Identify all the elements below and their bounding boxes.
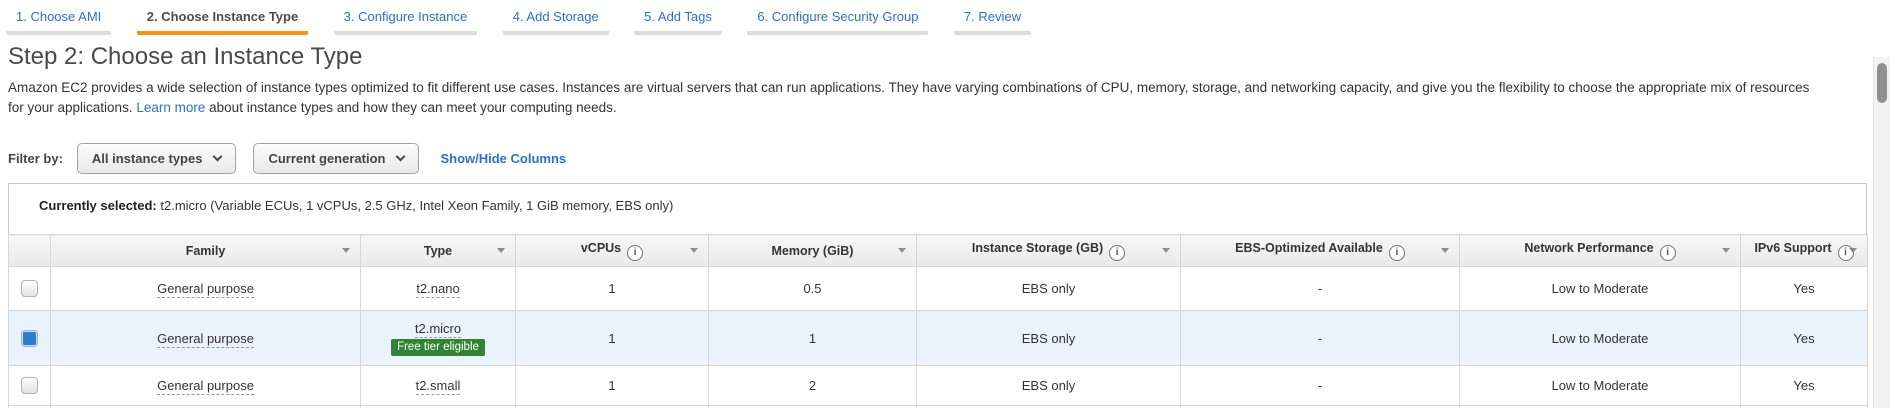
network-performance-cell: Low to Moderate	[1459, 310, 1741, 366]
currently-selected-value: t2.micro (Variable ECUs, 1 vCPUs, 2.5 GH…	[160, 198, 674, 213]
table-row-t2-micro[interactable]: General purpose t2.micro Free tier eligi…	[8, 310, 1868, 366]
description-line-2: for your applications. Learn more about …	[8, 98, 1867, 118]
column-label: Network Performance	[1524, 240, 1654, 255]
storage-cell: EBS only	[916, 310, 1181, 366]
network-performance-cell: Low to Moderate	[1459, 266, 1741, 311]
ipv6-cell: Yes	[1740, 310, 1868, 366]
column-label: vCPUs	[580, 240, 622, 255]
column-header-ebs-optimized[interactable]: EBS-Optimized Available	[1180, 234, 1460, 267]
column-header-memory[interactable]: Memory (GiB)	[708, 234, 917, 267]
column-label: IPv6 Support	[1754, 240, 1832, 255]
instance-type-filter-dropdown[interactable]: All instance types	[76, 143, 237, 174]
column-header-network-performance[interactable]: Network Performance	[1459, 234, 1741, 267]
scrollbar-thumb[interactable]	[1877, 63, 1887, 103]
tab-add-storage[interactable]: 4. Add Storage	[502, 7, 609, 35]
info-icon[interactable]	[1109, 244, 1126, 261]
page-description: Amazon EC2 provides a wide selection of …	[8, 78, 1867, 118]
ebs-optimized-cell: -	[1180, 310, 1460, 366]
generation-filter-value: Current generation	[268, 151, 386, 166]
instance-type-table: Family Type vCPUs Memory (GiB)	[8, 234, 1868, 408]
table-header-row: Family Type vCPUs Memory (GiB)	[8, 234, 1868, 267]
description-line-2-suffix: about instance types and how they can me…	[209, 100, 617, 115]
description-line-2-prefix: for your applications.	[8, 100, 133, 115]
column-header-ipv6-support[interactable]: IPv6 Support	[1740, 234, 1868, 267]
sort-caret-icon	[1722, 248, 1730, 253]
row-checkbox-checked[interactable]	[21, 329, 38, 347]
network-performance-cell: Low to Moderate	[1459, 365, 1741, 406]
table-row-t2-small[interactable]: General purpose t2.small 1 2 EBS only - …	[8, 365, 1868, 406]
sort-caret-icon	[898, 248, 906, 253]
info-icon[interactable]	[1659, 244, 1676, 261]
storage-cell: EBS only	[916, 365, 1181, 406]
tab-review[interactable]: 7. Review	[953, 7, 1031, 35]
filter-by-label: Filter by:	[8, 151, 63, 166]
memory-cell: 2	[708, 365, 917, 406]
free-tier-eligible-badge: Free tier eligible	[391, 338, 485, 356]
type-term[interactable]: t2.nano	[416, 281, 460, 298]
tab-configure-security-group[interactable]: 6. Configure Security Group	[747, 7, 929, 35]
table-row-t2-nano[interactable]: General purpose t2.nano 1 0.5 EBS only -…	[8, 266, 1868, 311]
memory-cell: 1	[708, 310, 917, 366]
column-label: Type	[423, 243, 453, 258]
column-label: Memory (GiB)	[771, 243, 854, 258]
vcpus-cell: 1	[515, 310, 709, 366]
vertical-scrollbar[interactable]	[1873, 57, 1890, 408]
family-term[interactable]: General purpose	[157, 281, 254, 298]
type-term[interactable]: t2.micro	[414, 320, 462, 338]
family-term[interactable]: General purpose	[157, 330, 254, 348]
info-icon[interactable]	[1388, 244, 1405, 261]
tab-choose-instance-type[interactable]: 2. Choose Instance Type	[136, 7, 309, 35]
column-header-type[interactable]: Type	[360, 234, 516, 267]
page-title: Step 2: Choose an Instance Type	[8, 43, 363, 70]
info-icon[interactable]	[627, 244, 644, 261]
learn-more-link[interactable]: Learn more	[136, 100, 206, 115]
sort-caret-icon	[690, 248, 698, 253]
currently-selected-bar: Currently selected: t2.micro (Variable E…	[8, 183, 1867, 235]
ebs-optimized-cell: -	[1180, 365, 1460, 406]
sort-caret-icon	[342, 248, 350, 253]
tab-configure-instance[interactable]: 3. Configure Instance	[333, 7, 478, 35]
sort-caret-icon	[497, 248, 505, 253]
storage-cell: EBS only	[916, 266, 1181, 311]
type-term[interactable]: t2.small	[415, 378, 461, 395]
tab-choose-ami[interactable]: 1. Choose AMI	[6, 7, 112, 35]
sort-caret-icon	[1441, 248, 1449, 253]
family-term[interactable]: General purpose	[157, 378, 254, 395]
memory-cell: 0.5	[708, 266, 917, 311]
row-checkbox[interactable]	[21, 377, 38, 394]
row-checkbox[interactable]	[21, 280, 38, 297]
description-line-1: Amazon EC2 provides a wide selection of …	[8, 80, 1810, 95]
column-header-vcpus[interactable]: vCPUs	[515, 234, 709, 267]
vcpus-cell: 1	[515, 266, 709, 311]
vcpus-cell: 1	[515, 365, 709, 406]
ipv6-cell: Yes	[1740, 266, 1868, 311]
column-header-family[interactable]: Family	[50, 234, 361, 267]
generation-filter-dropdown[interactable]: Current generation	[253, 143, 420, 174]
sort-caret-icon	[1162, 248, 1170, 253]
currently-selected-label: Currently selected:	[39, 198, 157, 213]
chevron-down-icon	[213, 151, 223, 162]
show-hide-columns-link[interactable]: Show/Hide Columns	[440, 151, 567, 166]
instance-type-filter-value: All instance types	[91, 151, 203, 166]
select-column-header	[8, 234, 51, 267]
wizard-step-tabs: 1. Choose AMI 2. Choose Instance Type 3.…	[0, 0, 1890, 35]
ebs-optimized-cell: -	[1180, 266, 1460, 311]
column-label: Instance Storage (GB)	[971, 240, 1104, 255]
column-label: EBS-Optimized Available	[1235, 240, 1383, 255]
table-row-partial[interactable]	[8, 405, 1868, 408]
ipv6-cell: Yes	[1740, 365, 1868, 406]
filter-bar: Filter by: All instance types Current ge…	[8, 143, 1867, 174]
sort-caret-icon	[1849, 248, 1857, 253]
chevron-down-icon	[396, 151, 406, 162]
column-header-instance-storage[interactable]: Instance Storage (GB)	[916, 234, 1181, 267]
column-label: Family	[185, 243, 226, 258]
tab-add-tags[interactable]: 5. Add Tags	[634, 7, 722, 35]
